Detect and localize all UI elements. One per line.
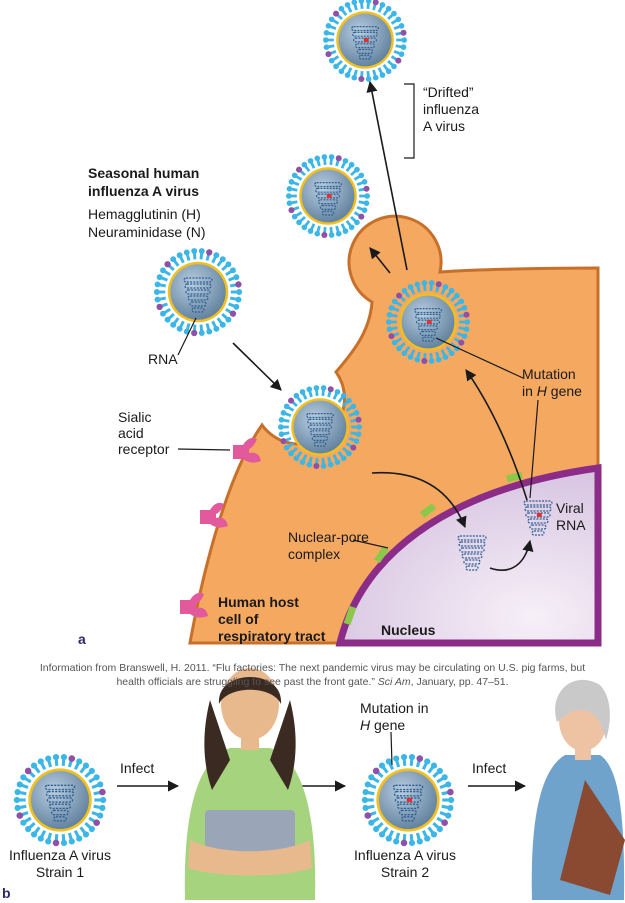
source-credit: Information from Branswell, H. 2011. “Fl…: [39, 662, 586, 688]
drifted-label-3: A virus: [423, 118, 466, 134]
strain1-label-1: Influenza A virus: [9, 847, 111, 863]
pore-label-2: complex: [288, 546, 341, 562]
strain2-label-2: Strain 2: [380, 864, 430, 880]
virus-budding-mutated: [386, 280, 471, 365]
virus-drifted-top: [323, 0, 408, 83]
infect-label-1: Infect: [120, 760, 155, 776]
seasonal-title-2: influenza A virus: [88, 183, 199, 199]
neuraminidase-label: Neuraminidase (N): [88, 224, 206, 240]
mutation-label-1: Mutation: [522, 366, 576, 382]
host-cell-label-3: respiratory tract: [218, 628, 326, 644]
drifted-label-2: influenza: [423, 101, 480, 117]
seasonal-title-1: Seasonal human: [88, 165, 200, 181]
host-cell-label-1: Human host: [218, 594, 299, 610]
infection-arrows: [117, 80, 534, 792]
panel-a-letter: a: [78, 631, 86, 647]
virus-strain-2: [361, 753, 455, 847]
infect-label-2: Infect: [472, 760, 507, 776]
nucleus-label: Nucleus: [381, 622, 436, 638]
drifted-label-1: “Drifted”: [423, 84, 474, 100]
virus-drifted-middle: [286, 154, 371, 239]
mutation-h-label-1: Mutation in: [360, 700, 429, 716]
sialic-acid-receptor: [180, 437, 261, 618]
sialic-label-3: receptor: [118, 441, 170, 457]
rna-label: RNA: [148, 351, 178, 367]
virus-seasonal: [153, 248, 243, 337]
virus-strain-1: [13, 753, 107, 847]
young-person: [184, 668, 316, 900]
host-cell-label-2: cell of: [218, 611, 259, 627]
leader-lines: [177, 83, 539, 766]
mutation-label-2: in H gene: [522, 383, 582, 399]
virus-entering-cell: [278, 385, 363, 470]
sialic-label-1: Sialic: [118, 409, 152, 425]
pore-label-1: Nuclear-pore: [288, 529, 369, 545]
viral-rna-mutated: [523, 500, 553, 536]
viral-rna-nucleus: [457, 535, 487, 571]
strain2-label-1: Influenza A virus: [354, 847, 456, 863]
sialic-label-2: acid: [118, 425, 144, 441]
nucleus: [335, 463, 602, 647]
hemagglutinin-label: Hemagglutinin (H): [88, 206, 201, 222]
panel-b-letter: b: [2, 885, 11, 901]
viral-rna-label-2: RNA: [556, 517, 586, 533]
older-person: [531, 679, 625, 900]
mutation-h-label-2: H gene: [360, 717, 406, 733]
viral-rna-label-1: Viral: [556, 500, 584, 516]
strain1-label-2: Strain 1: [35, 864, 85, 880]
